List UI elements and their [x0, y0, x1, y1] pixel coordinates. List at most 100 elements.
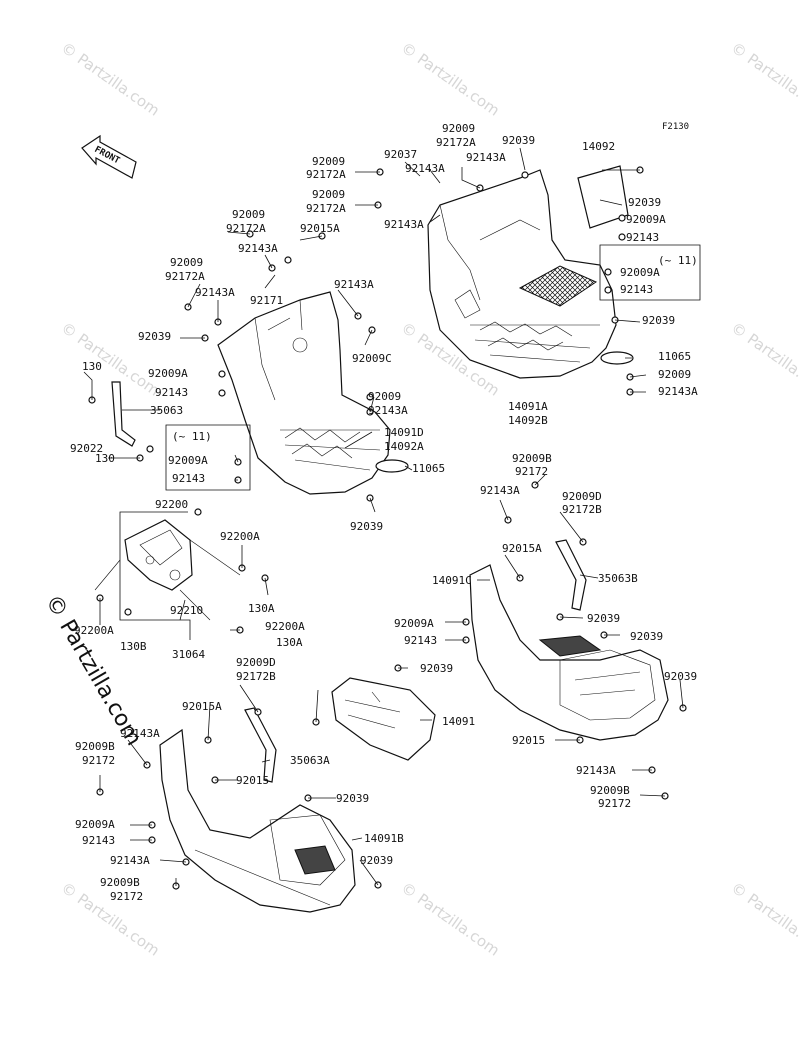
bolt-icon — [218, 389, 226, 397]
part-label: 14091A — [508, 400, 548, 413]
part-label: 92009 — [368, 390, 401, 403]
part-label: 92009 — [312, 155, 345, 168]
part-label: 92172B — [236, 670, 276, 683]
part-label: 92143A — [576, 764, 616, 777]
bolt-icon — [366, 393, 374, 401]
part-label: 92143A — [120, 727, 160, 740]
part-label: 92009 — [442, 122, 475, 135]
part-label: 92143A — [368, 404, 408, 417]
part-label: 92039 — [628, 196, 661, 209]
bolt-icon — [124, 608, 132, 616]
part-label: 92039 — [642, 314, 675, 327]
part-label: 92039 — [630, 630, 663, 643]
part-label: 14091B — [364, 832, 404, 845]
part-label: 14091C — [432, 574, 472, 587]
part-label: 92009C — [352, 352, 392, 365]
part-label: 92039 — [587, 612, 620, 625]
diagram-code: F2130 — [662, 122, 689, 132]
part-label: 92009D — [562, 490, 602, 503]
part-label: 11065 — [412, 462, 445, 475]
watermark: © Partzilla.com — [728, 879, 800, 960]
part-label: 92039 — [360, 854, 393, 867]
part-label: 11065 — [658, 350, 691, 363]
part-label: 92172 — [110, 890, 143, 903]
part-label: 92015 — [512, 734, 545, 747]
part-label: 92009B — [512, 452, 552, 465]
bracket-31064 — [94, 519, 241, 621]
part-label: 92039 — [420, 662, 453, 675]
part-label: 92015 — [236, 774, 269, 787]
part-label: 92039 — [664, 670, 697, 683]
bolt-icon — [618, 214, 626, 222]
part-label: 14091 — [442, 715, 475, 728]
label-layer: 92009 92172A 92039 92143A 14092 92009 92… — [70, 122, 698, 903]
part-label: 92172 — [82, 754, 115, 767]
part-label: 92022 — [70, 442, 103, 455]
part-label: 92172A — [165, 270, 205, 283]
part-label: 92200A — [265, 620, 305, 633]
watermark-layer: © Partzilla.com © Partzilla.com © Partzi… — [40, 39, 800, 960]
part-label: 31064 — [172, 648, 205, 661]
part-label: 92143A — [384, 218, 424, 231]
part-label: 92039 — [138, 330, 171, 343]
cover-14091A — [427, 169, 617, 379]
stay-35063B — [555, 539, 587, 611]
part-label: 92009B — [100, 876, 140, 889]
part-label: 92009 — [312, 188, 345, 201]
watermark: © Partzilla.com — [398, 39, 503, 120]
part-label: 92143 — [620, 283, 653, 296]
part-label: 92009 — [170, 256, 203, 269]
bolt-icon — [618, 233, 626, 241]
part-label: 92172A — [226, 222, 266, 235]
part-label: 92143A — [334, 278, 374, 291]
part-label: 92143A — [658, 385, 698, 398]
part-label: 130 — [82, 360, 102, 373]
watermark: © Partzilla.com — [728, 319, 800, 400]
stay-35063A — [244, 707, 277, 783]
part-label: 14092B — [508, 414, 548, 427]
part-label: 92009D — [236, 656, 276, 669]
part-label: 92009A — [148, 367, 188, 380]
part-label: 92009A — [620, 266, 660, 279]
part-label: 92143A — [466, 151, 506, 164]
part-label: (~ 11) — [658, 254, 698, 267]
part-label: 92200A — [220, 530, 260, 543]
grommet-11065-left — [375, 459, 409, 473]
bolt-icon — [284, 256, 292, 264]
part-label: 92200 — [155, 498, 188, 511]
part-label: 92039 — [502, 134, 535, 147]
part-label: 92015A — [182, 700, 222, 713]
part-label: 14091D — [384, 426, 424, 439]
part-label: (~ 11) — [172, 430, 212, 443]
front-arrow-icon: FRONT — [81, 134, 137, 179]
part-label: 92172A — [436, 136, 476, 149]
part-label: 92143 — [404, 634, 437, 647]
part-label: 92009B — [590, 784, 630, 797]
part-label: 92171 — [250, 294, 283, 307]
part-label: 92143A — [195, 286, 235, 299]
part-label: 92143A — [480, 484, 520, 497]
bolt-icon — [604, 286, 612, 294]
part-label: 14092A — [384, 440, 424, 453]
part-label: 92143 — [82, 834, 115, 847]
part-label: 92037 — [384, 148, 417, 161]
part-label: 92009A — [626, 213, 666, 226]
part-label: 92039 — [336, 792, 369, 805]
part-label: 92143 — [626, 231, 659, 244]
cover-14091B — [159, 728, 356, 913]
part-label: 92210 — [170, 604, 203, 617]
part-label: 35063A — [290, 754, 330, 767]
stay-35063 — [111, 381, 136, 447]
cover-14091 — [331, 677, 436, 761]
part-label: 92172 — [515, 465, 548, 478]
part-label: 130A — [276, 636, 303, 649]
cover-14091C — [469, 564, 669, 741]
part-label: 92143A — [110, 854, 150, 867]
watermark: © Partzilla.com — [58, 39, 163, 120]
part-label: 130B — [120, 640, 147, 653]
part-label: 92009 — [232, 208, 265, 221]
part-label: 92009A — [168, 454, 208, 467]
part-label: 92143 — [155, 386, 188, 399]
bolt-icon — [521, 171, 529, 179]
